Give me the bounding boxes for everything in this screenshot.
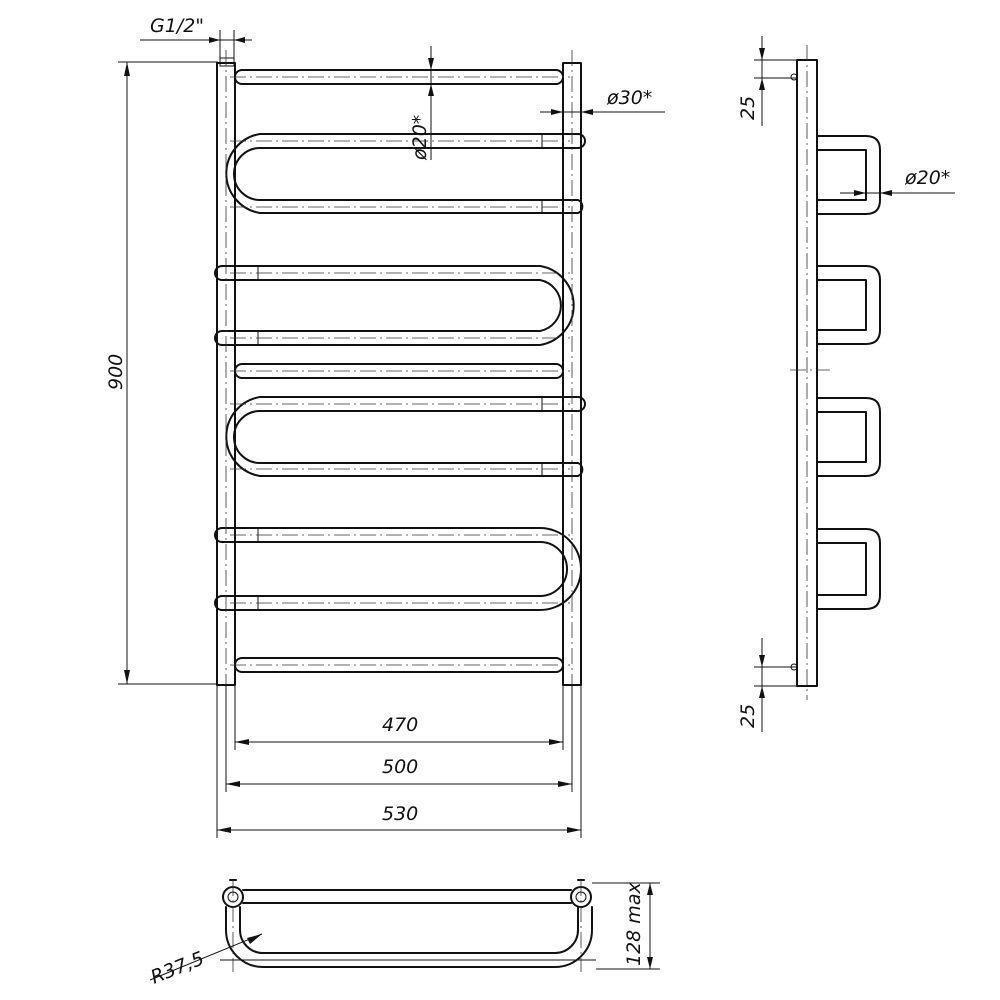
thread-dimension: G1/2" (140, 15, 252, 62)
thread-label: G1/2" (150, 15, 204, 37)
pipe-side-dimension: ø20* (840, 167, 955, 196)
side-bracket-4 (816, 528, 881, 610)
top-view (220, 879, 596, 972)
width-inner-label: 470 (382, 714, 418, 736)
depth-label: 128 max (623, 882, 645, 966)
offset-top-label: 25 (737, 96, 759, 120)
side-bracket-1 (816, 135, 881, 215)
pipe-top-dimension: ø30* (540, 87, 665, 115)
depth-dimension: 128 max (592, 882, 660, 970)
serpentine-2 (214, 265, 575, 346)
serpentine-3 (225, 396, 586, 477)
pipe-front-dimension: ø20* (409, 46, 434, 161)
width-dimensions: 470 500 530 (216, 685, 582, 838)
pipe-front-label: ø20* (409, 115, 431, 161)
side-bracket-2 (816, 265, 881, 345)
serpentine-4 (214, 527, 582, 611)
width-outer-label: 530 (382, 803, 418, 825)
front-view (214, 50, 586, 690)
pipe-top-label: ø30* (606, 87, 652, 109)
pipe-side-label: ø20* (904, 167, 950, 189)
offset-top-dimension: 25 (737, 36, 797, 126)
height-dimension: 900 (105, 61, 218, 685)
side-bracket-3 (816, 397, 881, 477)
width-mid-label: 500 (382, 756, 418, 778)
radius-label: R37,5 (148, 947, 208, 988)
offset-bottom-label: 25 (737, 704, 759, 728)
height-label: 900 (105, 354, 127, 390)
offset-bottom-dimension: 25 (737, 638, 797, 732)
side-view (790, 45, 881, 700)
serpentine-1 (225, 133, 586, 214)
